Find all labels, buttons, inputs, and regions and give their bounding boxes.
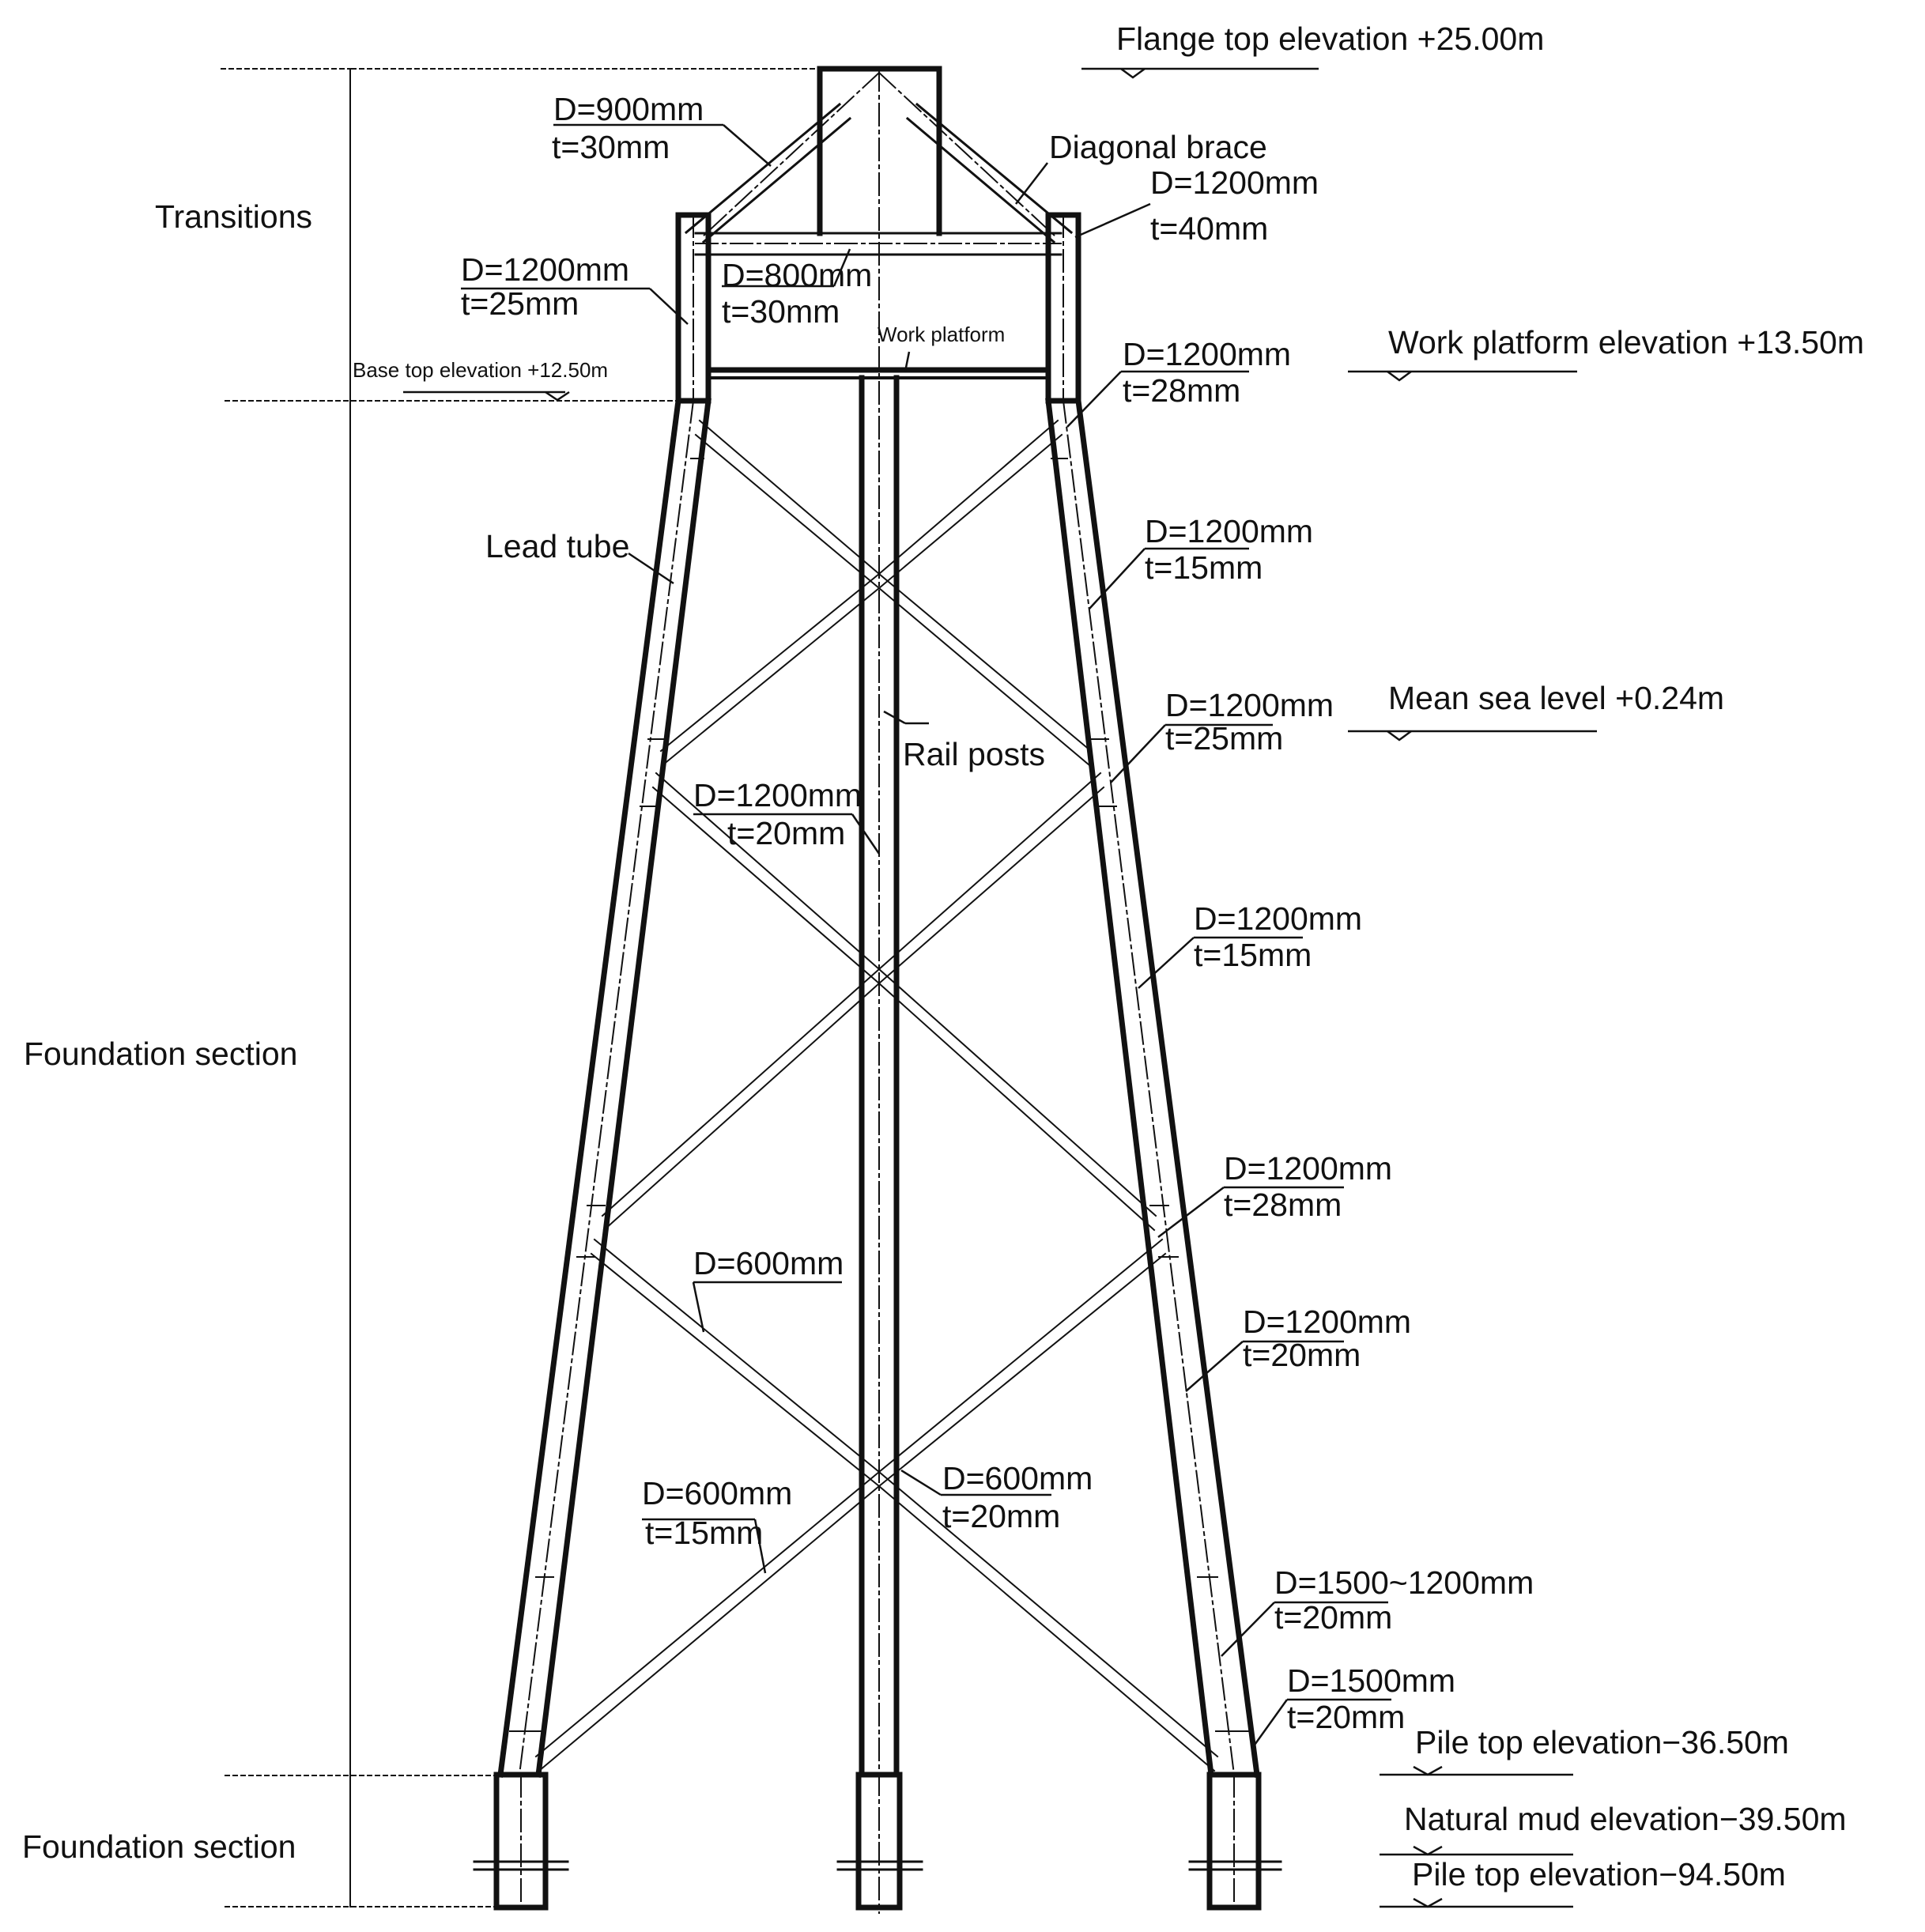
pile-top-elevation-label-1: Pile top elevation−36.50m	[1415, 1724, 1789, 1760]
pile-top-elevation-label-2: Pile top elevation−94.50m	[1412, 1856, 1786, 1892]
dim-d600-t20: D=600mm	[942, 1460, 1093, 1496]
dim-d600: D=600mm	[693, 1245, 844, 1281]
left-leg	[473, 398, 711, 1911]
work-platform-label: Work platform	[878, 323, 1005, 346]
dim-d1200-t40: D=1200mm	[1150, 164, 1319, 201]
mean-sea-level-label: Mean sea level +0.24m	[1388, 680, 1724, 716]
dim-d1200-t40-t: t=40mm	[1150, 210, 1268, 247]
right-diagonal-brace	[915, 102, 1074, 235]
x-bracing	[534, 419, 1219, 1772]
dim-d600-t20-t: t=20mm	[942, 1498, 1060, 1534]
dim-d1200-t20-lower: D=1200mm	[1243, 1304, 1411, 1340]
rail-post	[836, 375, 923, 1911]
dim-d1200-t28-lower-t: t=28mm	[1224, 1187, 1342, 1223]
lead-tube-label: Lead tube	[485, 528, 629, 564]
dim-d1500: D=1500mm	[1287, 1662, 1455, 1699]
dim-d1500-t: t=20mm	[1287, 1699, 1405, 1735]
dim-d600-t15-t: t=15mm	[645, 1515, 763, 1551]
dim-d1200-t28-lower: D=1200mm	[1224, 1150, 1392, 1187]
dim-d1500-1200-t: t=20mm	[1274, 1599, 1392, 1636]
dim-d1200-t15-lower: D=1200mm	[1194, 900, 1362, 937]
foundation-section-label-lower: Foundation section	[22, 1828, 296, 1865]
diagonal-brace-label: Diagonal brace	[1049, 129, 1267, 165]
section-dimension-lines	[221, 68, 823, 1907]
foundation-section-label-upper: Foundation section	[24, 1036, 297, 1072]
flange-top-label: Flange top elevation +25.00m	[1116, 21, 1544, 57]
dim-d1200-t20-lower-t: t=20mm	[1243, 1337, 1361, 1373]
transitions-section-label: Transitions	[155, 198, 312, 235]
rail-posts-label: Rail posts	[903, 736, 1045, 772]
natural-mud-elevation-label: Natural mud elevation−39.50m	[1404, 1801, 1847, 1837]
dim-d800: D=800mm	[722, 257, 872, 293]
dim-d1500-1200: D=1500~1200mm	[1274, 1564, 1534, 1601]
dim-d1200-t25-right-t: t=25mm	[1165, 720, 1283, 757]
work-platform-elevation-label: Work platform elevation +13.50m	[1388, 324, 1864, 360]
base-top-elevation-label: Base top elevation +12.50m	[353, 358, 608, 382]
dim-d1200-t28-top-t: t=28mm	[1123, 372, 1240, 409]
dim-d1200-t25-left-t: t=25mm	[461, 285, 579, 322]
left-diagonal-brace	[684, 102, 842, 235]
elevation-markers	[403, 67, 1597, 1908]
dim-d1200-t15-upper-t: t=15mm	[1145, 549, 1263, 586]
dim-d600-t15: D=600mm	[642, 1475, 792, 1511]
dim-d1200-t20-mid: D=1200mm	[693, 777, 862, 813]
dim-d1200-t15-upper: D=1200mm	[1145, 513, 1313, 549]
transition-piece	[675, 66, 1081, 1914]
dim-d900-t: t=30mm	[552, 129, 670, 165]
right-leg	[1045, 398, 1282, 1911]
dim-d1200-t25-right: D=1200mm	[1165, 687, 1334, 723]
leader-lines	[461, 123, 1391, 1748]
dim-d800-t: t=30mm	[722, 293, 840, 330]
dim-d1200-t25-left: D=1200mm	[461, 251, 629, 288]
dim-d1200-t20-mid-t: t=20mm	[727, 815, 845, 851]
dim-d900: D=900mm	[553, 91, 704, 127]
dim-d1200-t15-lower-t: t=15mm	[1194, 937, 1312, 973]
labels: Flange top elevation +25.00m Work platfo…	[22, 21, 1864, 1892]
dim-d1200-t28-top: D=1200mm	[1123, 336, 1291, 372]
